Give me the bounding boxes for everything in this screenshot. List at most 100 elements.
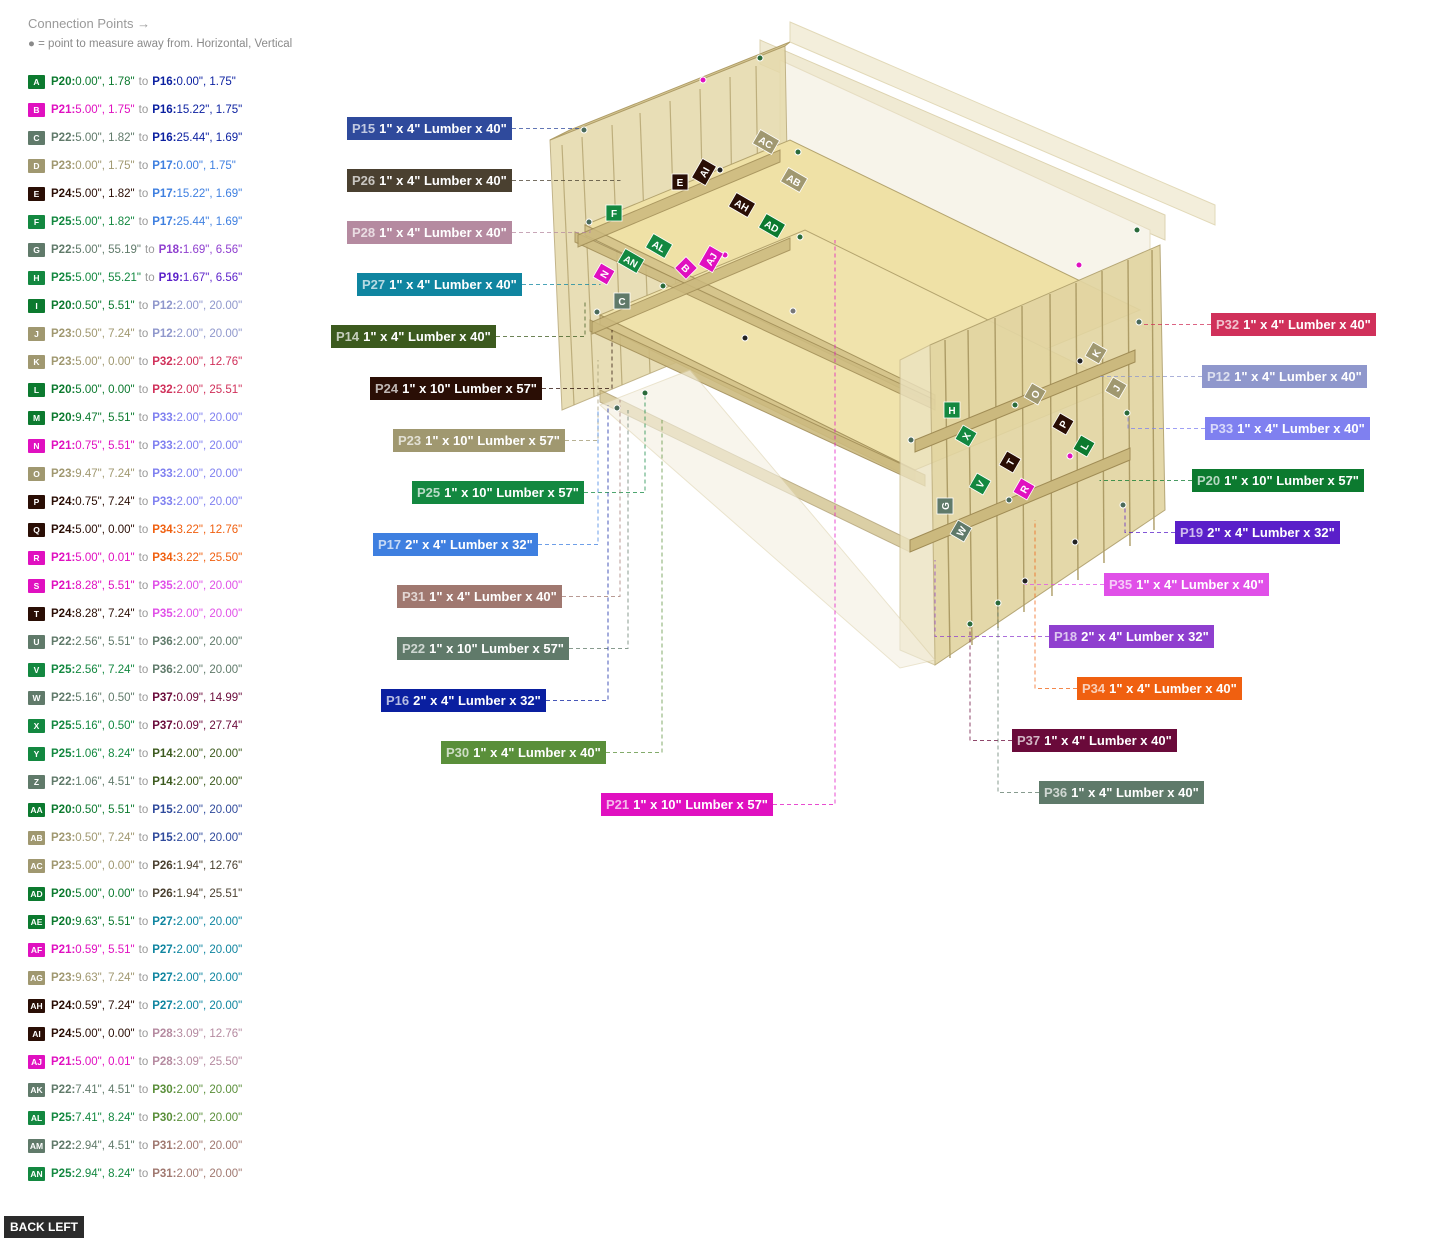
to-label: to [138,440,149,452]
leader-line-p20 [1099,480,1192,481]
connection-marker-p[interactable]: P [1051,412,1075,436]
part-id: P26 [352,173,376,188]
connection-marker-ac[interactable]: AC [751,129,781,155]
marker-box [691,157,717,187]
connection-letter-badge: Q [28,523,45,537]
part-description: 1" x 10" Lumber x 57" [444,485,579,500]
connection-dot [1123,409,1131,417]
to-values: 2.00", 20.00" [176,636,243,648]
from-part: P24: [51,608,76,620]
part-description: 1" x 4" Lumber x 40" [363,329,491,344]
to-label: to [138,832,149,844]
from-values: 8.28", 7.24" [75,608,135,620]
connection-letter-badge: AK [28,1083,45,1097]
from-part: P21: [51,1056,76,1068]
to-values: 2.00", 20.00" [176,580,243,592]
from-values: 0.00", 1.75" [75,160,135,172]
connection-marker-n[interactable]: N [592,262,616,286]
part-id: P37 [1017,733,1041,748]
from-part: P20: [51,300,76,312]
connection-marker-g[interactable]: G [936,497,954,515]
connection-dots [580,54,1143,628]
part-description: 1" x 4" Lumber x 40" [1109,681,1237,696]
marker-letter: N [599,269,612,281]
connection-marker-k[interactable]: K [1084,341,1108,365]
marker-letter: H [948,406,955,417]
connection-marker-j[interactable]: J [1104,376,1128,400]
connection-marker-an[interactable]: AN [616,248,646,274]
to-part: P34: [152,524,177,536]
connection-marker-ah[interactable]: AH [727,192,757,218]
connection-marker-x[interactable]: X [954,424,978,448]
connection-marker-r[interactable]: R [1012,477,1036,501]
connection-marker-e[interactable]: E [671,173,689,191]
connection-marker-h[interactable]: H [943,401,961,419]
from-values: 5.16", 0.50" [75,692,135,704]
back-left-button[interactable]: BACK LEFT [4,1216,84,1238]
marker-box [616,248,646,274]
connection-letter-badge: AM [28,1139,45,1153]
to-values: 1.67", 6.56" [182,272,243,284]
from-part: P25: [51,1168,76,1180]
part-id: P33 [1210,421,1234,436]
connection-letter-badge: AE [28,915,45,929]
connection-marker-ab[interactable]: AB [779,167,809,193]
connection-marker-ad[interactable]: AD [757,213,787,239]
from-values: 5.00", 55.21" [75,272,142,284]
from-part: P24: [51,496,76,508]
connection-marker-t[interactable]: T [998,450,1022,474]
part-id: P31 [402,589,426,604]
from-values: 9.47", 5.51" [75,412,135,424]
connection-marker-l[interactable]: L [1072,434,1096,458]
connection-marker-v[interactable]: V [968,472,992,496]
connection-marker-c[interactable]: C [613,292,631,310]
to-values: 2.00", 20.00" [176,300,243,312]
connection-dot [1076,357,1084,365]
connection-dot [794,148,802,156]
from-part: P23: [51,328,76,340]
to-label: to [138,188,149,200]
connection-marker-aj[interactable]: AJ [698,244,724,274]
connection-letter-badge: W [28,691,45,705]
to-part: P33: [152,496,177,508]
from-part: P20: [51,384,76,396]
connection-marker-f[interactable]: F [605,204,623,222]
connection-marker-al[interactable]: AL [644,233,674,259]
connection-marker-w[interactable]: W [949,519,973,543]
connection-marker-o[interactable]: O [1023,382,1047,406]
connection-letter-badge: J [28,327,45,341]
connection-letter-badge: Y [28,747,45,761]
connection-marker-ai[interactable]: AI [691,157,717,187]
connection-dot [1071,538,1079,546]
connection-points-title[interactable]: Connection Points → [28,16,151,31]
marker-box [968,472,992,496]
connection-marker-b[interactable]: B [674,256,698,280]
from-values: 8.28", 5.51" [75,580,135,592]
